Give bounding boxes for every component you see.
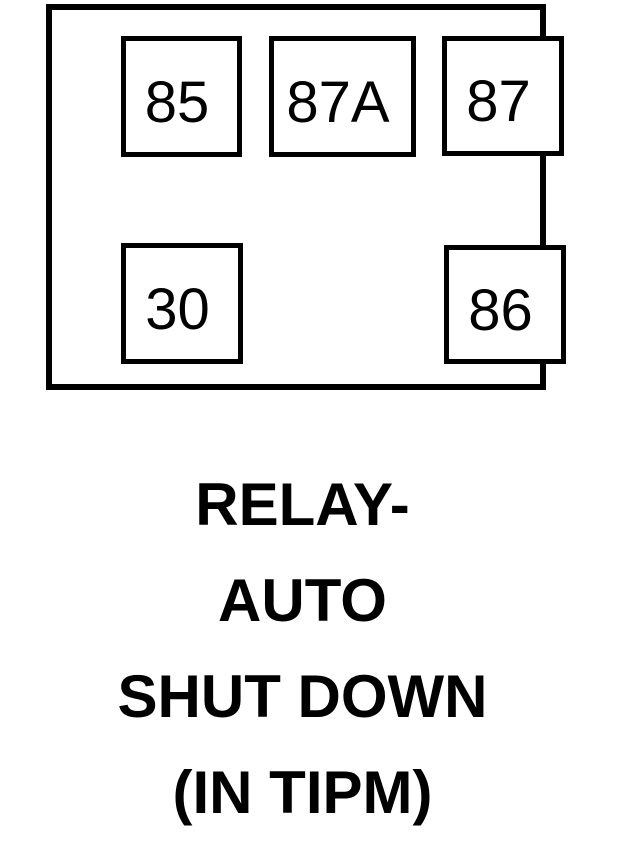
caption-line-in-tipm: (IN TIPM) bbox=[172, 759, 433, 826]
relay-body-outline: 85 87A 87 30 86 bbox=[46, 4, 566, 390]
terminal-30: 30 bbox=[121, 243, 243, 364]
terminal-87: 87 bbox=[442, 36, 564, 156]
terminal-86-label: 86 bbox=[468, 277, 533, 343]
caption-line-relay: RELAY- bbox=[195, 471, 410, 538]
terminal-87-label: 87 bbox=[466, 69, 531, 134]
terminal-86: 86 bbox=[444, 245, 566, 364]
caption-line-shut-down: SHUT DOWN bbox=[117, 663, 488, 730]
terminal-85: 85 bbox=[121, 36, 242, 157]
terminal-87a: 87A bbox=[269, 36, 416, 157]
terminal-30-label: 30 bbox=[145, 276, 210, 342]
terminal-85-label: 85 bbox=[144, 69, 210, 135]
caption-line-auto: AUTO bbox=[218, 567, 387, 634]
terminal-87a-label: 87A bbox=[286, 69, 390, 135]
relay-caption: RELAY- AUTO SHUT DOWN (IN TIPM) bbox=[0, 457, 605, 841]
